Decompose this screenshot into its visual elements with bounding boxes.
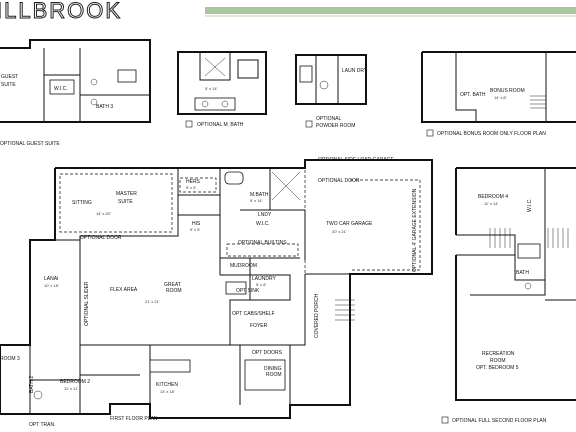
slider-note: OPTIONAL SLIDER <box>84 281 90 326</box>
opt-bedroom-label: OPT. BEDROOM 5 <box>476 365 519 371</box>
doors-note: OPT DOORS <box>252 350 283 356</box>
bedroom4-dim: 11' x 14' <box>484 201 499 206</box>
guest-wic-label: W.I.C. <box>54 86 68 92</box>
guest-room-label: GUEST <box>1 74 18 80</box>
recreation-room-label: ROOM <box>490 358 506 364</box>
bedroom3-label: ROOM 3 <box>0 356 20 362</box>
powder-caption-2: POWDER ROOM <box>316 123 355 129</box>
hers-dim: 5' x 5' <box>186 185 196 190</box>
m-bath-caption: OPTIONAL M. BATH <box>197 122 244 128</box>
kitchen-dim: 13' x 18' <box>160 389 175 394</box>
second-floor-plan: BEDROOM 4 11' x 14' W.I.C. BATH RECREATI… <box>441 167 576 424</box>
cabshelf-note: OPT CABS/SHELF <box>232 311 275 317</box>
laundry-label: LAUNDRY <box>252 276 276 282</box>
great-dim: 21' x 21' <box>145 299 160 304</box>
m-bath-checkbox <box>185 120 193 128</box>
bonus-room-label: BONUS ROOM <box>490 88 525 94</box>
second-bath-label: BATH <box>516 270 529 276</box>
powder-laundry-label: LAUN DRY <box>342 68 368 74</box>
brand-accent-bar <box>205 7 576 14</box>
powder-caption-1: OPTIONAL <box>316 116 342 122</box>
dining-room-label: ROOM <box>266 372 282 378</box>
transom-note: OPT TRAN. <box>29 422 56 428</box>
master-door-note: OPTIONAL DOOR <box>80 235 122 241</box>
bath2-label: BATH 2 <box>29 376 35 393</box>
mbath-dim: 9' x 14' <box>250 198 263 203</box>
dining-label: DINING <box>264 366 282 372</box>
m-bath-dim: 5' x 14' <box>205 86 218 91</box>
flex-label: FLEX AREA <box>110 287 138 293</box>
kitchen-label: KITCHEN <box>156 382 178 388</box>
guest-suite-label: SUITE <box>1 82 16 88</box>
garage-door-note: OPTIONAL DOOR <box>318 178 360 184</box>
inset-bonus-room: BONUS ROOM 14' x 8' OPT. BATH OPTIONAL B… <box>421 51 576 137</box>
foyer-label: FOYER <box>250 323 268 329</box>
second-floor-caption: OPTIONAL FULL SECOND FLOOR PLAN <box>452 418 547 424</box>
bonus-checkbox <box>426 129 434 137</box>
first-floor-plan: SITTING MASTER SUITE 14' x 20' HERS 5' x… <box>0 157 433 428</box>
lanai-dim: 10' x 18' <box>44 283 59 288</box>
laundry-dim: 5' x 8' <box>256 282 266 287</box>
bonus-bath-label: OPT. BATH <box>460 92 486 98</box>
second-wic-label: W.I.C. <box>527 198 533 212</box>
covered-porch-note: COVERED PORCH <box>314 293 320 338</box>
bedroom2-dim: 11' x 11' <box>64 386 78 391</box>
great-room-label: ROOM <box>166 288 182 294</box>
first-floor-caption: FIRST FLOOR PLAN <box>110 416 158 422</box>
his-label: HIS <box>192 221 201 227</box>
master-label: MASTER <box>116 191 137 197</box>
bonus-caption: OPTIONAL BONUS ROOM ONLY FLOOR PLAN <box>437 131 546 137</box>
guest-bath-label: BATH 3 <box>96 104 113 110</box>
hers-label: HERS <box>186 179 201 185</box>
sitting-label: SITTING <box>72 200 92 206</box>
brand-wordmark: ILLBROOK <box>0 0 122 23</box>
garage-label: TWO CAR GARAGE <box>326 221 373 227</box>
sink-note: OPT SINK <box>236 288 260 294</box>
lanai-label: LANAI <box>44 276 58 282</box>
garage-extension-note: OPTIONAL 4' GARAGE EXTENSION <box>412 188 418 272</box>
mbath-label: M.BATH <box>250 192 269 198</box>
master-suite-label: SUITE <box>118 199 133 205</box>
bedroom4-label: BEDROOM 4 <box>478 194 508 200</box>
great-label: GREAT <box>164 282 181 288</box>
bonus-room-dim: 14' x 8' <box>494 95 507 100</box>
his-dim: 5' x 5' <box>190 227 200 232</box>
builtins-note: OPTIONAL BUILTINS <box>238 240 287 246</box>
inset-powder-room: LAUN DRY OPTIONAL POWDER ROOM <box>295 54 368 129</box>
side-garage-note: OPTIONAL SIDE LOAD GARAGE <box>318 157 395 163</box>
powder-checkbox <box>305 120 313 128</box>
garage-dim: 20' x 21' <box>332 229 347 234</box>
inset-guest-suite: GUEST SUITE W.I.C. BATH 3 OPTIONAL GUEST… <box>0 39 151 147</box>
second-floor-checkbox <box>441 416 449 424</box>
master-dim: 14' x 20' <box>96 211 111 216</box>
guest-suite-caption: OPTIONAL GUEST SUITE <box>0 141 60 147</box>
mudroom-label: MUDROOM <box>230 263 257 269</box>
wic-label: W.I.C. <box>256 221 270 227</box>
recreation-label: RECREATION <box>482 351 515 357</box>
bedroom2-label: BEDROOM 2 <box>60 379 90 385</box>
lndy-label: LNDY <box>258 212 272 218</box>
inset-master-bath: 5' x 14' OPTIONAL M. BATH <box>177 51 267 128</box>
